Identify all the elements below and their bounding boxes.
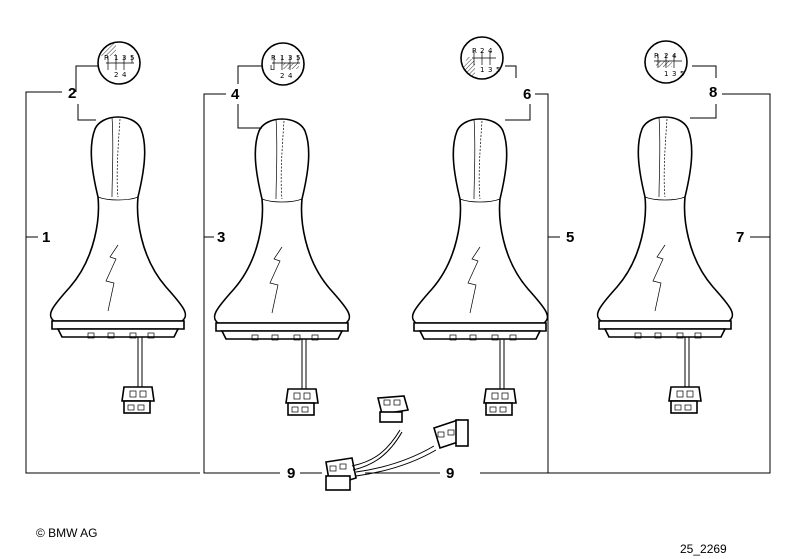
gear-label: 3 [672, 70, 676, 78]
assembly-1 [25, 65, 200, 474]
shift-pattern-4: R 1 3 5 L 2 4 [261, 42, 305, 86]
callout-8: 8 [709, 84, 717, 101]
cable-harness [300, 395, 469, 491]
callout-6: 6 [523, 86, 531, 103]
gear-label: 4 [488, 47, 493, 55]
gear-label: 2 [280, 72, 284, 80]
gear-label: 5 [130, 54, 134, 62]
gear-label: 5 [296, 54, 300, 62]
gear-label: 5 [496, 66, 500, 74]
copyright-label: © BMW AG [36, 526, 98, 540]
gear-label: 3 [122, 54, 126, 62]
gear-label: 4 [672, 52, 677, 60]
callout-5: 5 [566, 229, 574, 246]
callout-4: 4 [231, 86, 240, 103]
gear-label: 2 [480, 47, 484, 55]
drawing-number: 25_2269 [680, 542, 727, 556]
callout-9: 9 [287, 465, 295, 482]
gear-label: 4 [122, 71, 127, 79]
gear-label: R [104, 54, 109, 62]
callout-9: 9 [446, 465, 454, 482]
assembly-5 [411, 65, 560, 474]
gear-label: 2 [114, 71, 118, 79]
gear-label: 3 [488, 66, 492, 74]
callout-7: 7 [736, 229, 744, 246]
gear-label: 5 [680, 70, 684, 78]
gear-label: 3 [288, 54, 292, 62]
gear-label: L [270, 64, 274, 72]
gear-label: R [472, 47, 477, 55]
gear-label: 4 [288, 72, 293, 80]
callout-1: 1 [42, 229, 50, 246]
gear-label: 1 [114, 54, 118, 62]
gear-label: 1 [280, 54, 284, 62]
callout-3: 3 [217, 229, 225, 246]
callout-2: 2 [68, 85, 76, 102]
shift-pattern-2: R 1 3 5 2 4 [97, 41, 141, 85]
gear-label: R [271, 54, 276, 62]
gear-label: R [654, 52, 659, 60]
shift-pattern-6: R 2 4 1 3 5 [460, 36, 504, 80]
assembly-7 [480, 65, 771, 474]
assembly-3 [203, 65, 351, 474]
gear-label: 1 [480, 66, 484, 74]
shift-pattern-8: R 2 4 1 3 5 [644, 40, 688, 84]
gear-label: 1 [664, 70, 668, 78]
gear-label: 2 [664, 52, 668, 60]
